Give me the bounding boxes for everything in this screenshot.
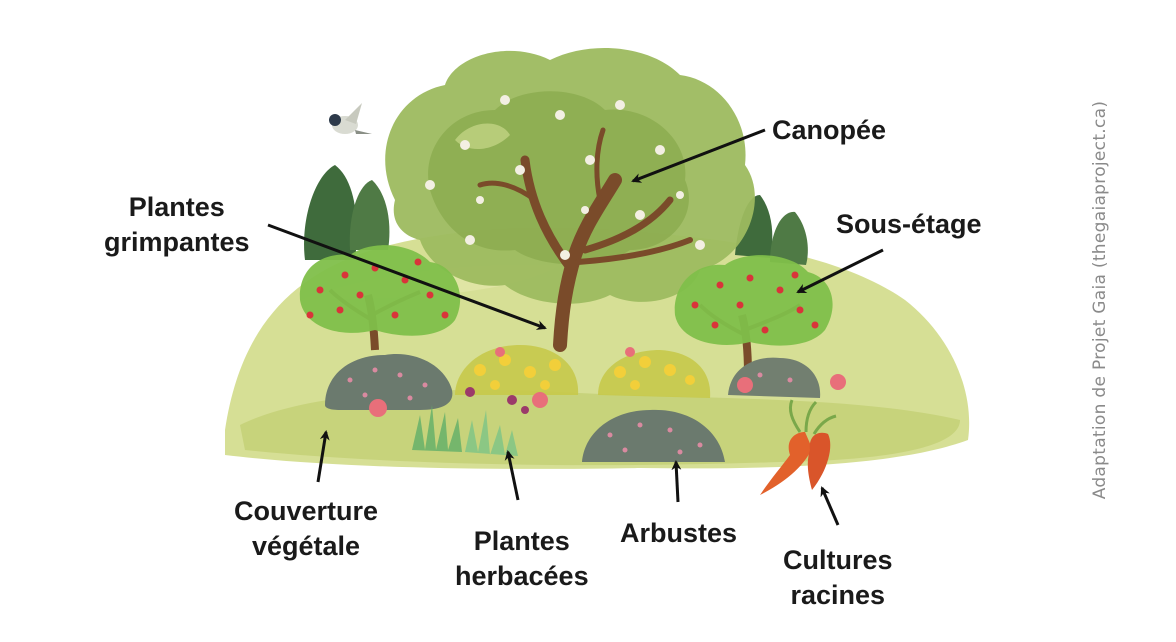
- left-fruit-tree: [299, 245, 461, 351]
- right-fruit-tree: [674, 255, 833, 376]
- background-trees: [304, 165, 808, 265]
- label-cultures-racines: Cultures racines: [783, 543, 893, 613]
- label-cultures-racines-line-2: racines: [790, 580, 886, 610]
- label-plantes-herbacees-line-2: herbacées: [455, 561, 589, 591]
- arrow-canopee: [631, 128, 766, 183]
- label-plantes-herbacees: Plantes herbacées: [455, 524, 589, 594]
- label-arbustes-text: Arbustes: [620, 518, 738, 548]
- label-sous-etage: Sous-étage: [836, 207, 982, 242]
- label-sous-etage-text: Sous-étage: [836, 209, 982, 239]
- label-couverture-vegetale: Couverture végétale: [234, 494, 378, 564]
- label-plantes-grimpantes-line-1: Plantes: [128, 192, 225, 222]
- carrot-illustration: [760, 399, 837, 495]
- canopy-tree: [385, 48, 755, 352]
- label-plantes-grimpantes: Plantes grimpantes: [104, 190, 250, 260]
- label-canopee-text: Canopée: [772, 115, 887, 145]
- label-cultures-racines-line-1: Cultures: [783, 545, 893, 575]
- bird-illustration: [329, 103, 372, 134]
- label-couverture-vegetale-line-1: Couverture: [234, 496, 379, 526]
- arrow-sous-etage: [796, 248, 884, 294]
- callout-arrows: [267, 128, 884, 526]
- arrow-plantes-herbacees: [504, 450, 520, 501]
- label-canopee: Canopée: [772, 113, 886, 148]
- shrubs: [325, 354, 821, 462]
- arrow-arbustes: [671, 460, 682, 503]
- label-plantes-herbacees-line-1: Plantes: [473, 526, 570, 556]
- arrow-couverture-vegetale: [316, 430, 330, 483]
- label-arbustes: Arbustes: [620, 516, 737, 551]
- arrow-plantes-grimpantes: [267, 223, 547, 330]
- label-plantes-grimpantes-line-2: grimpantes: [104, 227, 250, 257]
- credit-text: Adaptation de Projet Gaia (thegaiaprojec…: [1090, 100, 1110, 500]
- arrow-cultures-racines: [820, 486, 840, 526]
- label-couverture-vegetale-line-2: végétale: [251, 531, 361, 561]
- herbaceous-plants: [369, 345, 846, 456]
